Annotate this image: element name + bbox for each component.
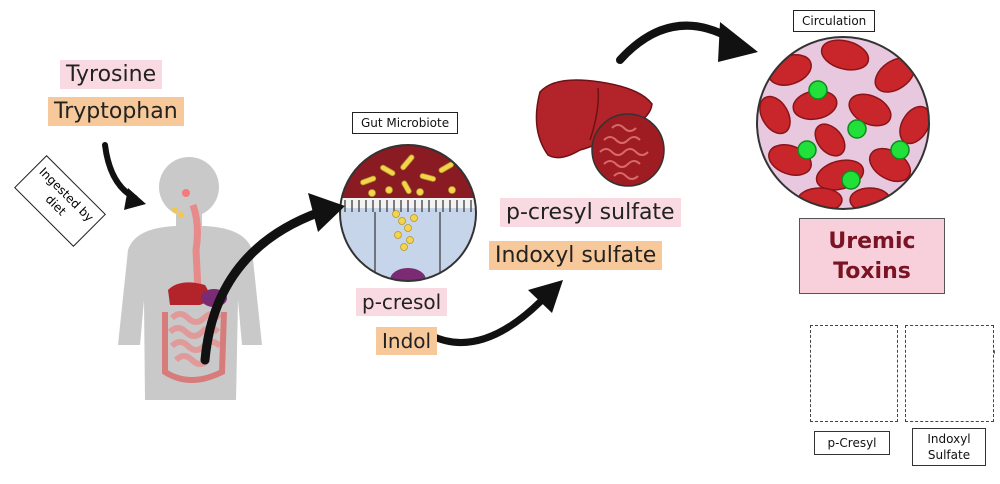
arrow-gut-to-liver xyxy=(426,298,544,346)
p-cresol-label: p-cresol xyxy=(356,288,448,316)
indol-label: Indol xyxy=(376,327,438,355)
gut-microbiote-image xyxy=(339,144,477,282)
pathway-arrows xyxy=(102,21,758,365)
gut-microbiote-label: Gut Microbiote xyxy=(352,112,459,134)
indoxyl-caption-line1: Indoxyl xyxy=(927,432,971,446)
indoxyl-caption-line2: Sulfate xyxy=(927,448,971,462)
circulation-image xyxy=(756,36,930,210)
human-silhouette xyxy=(118,157,262,400)
arrow-body-to-gut xyxy=(200,207,325,365)
circulation-label: Circulation xyxy=(793,10,876,32)
uremic-label: Uremic xyxy=(828,229,916,254)
p-cresyl-caption: p-Cresyl xyxy=(814,431,890,455)
arrow-liver-to-circulation xyxy=(616,21,734,64)
liver-image xyxy=(535,79,665,187)
indoxyl-structure-box xyxy=(905,325,994,422)
p-cresyl-structure-box xyxy=(810,325,898,422)
tyrosine-label: Tyrosine xyxy=(60,60,163,89)
toxins-label: Toxins xyxy=(833,259,911,284)
p-cresyl-sulfate-label: p-cresyl sulfate xyxy=(500,198,681,227)
tryptophan-label: Tryptophan xyxy=(48,97,184,126)
arrow-diet-to-body xyxy=(102,142,138,201)
digestive-tract xyxy=(162,189,227,383)
indoxyl-sulfate-caption: Indoxyl Sulfate xyxy=(912,428,986,466)
uremic-toxins-box: Uremic Toxins xyxy=(799,218,945,294)
indoxyl-sulfate-label: Indoxyl sulfate xyxy=(489,241,663,270)
